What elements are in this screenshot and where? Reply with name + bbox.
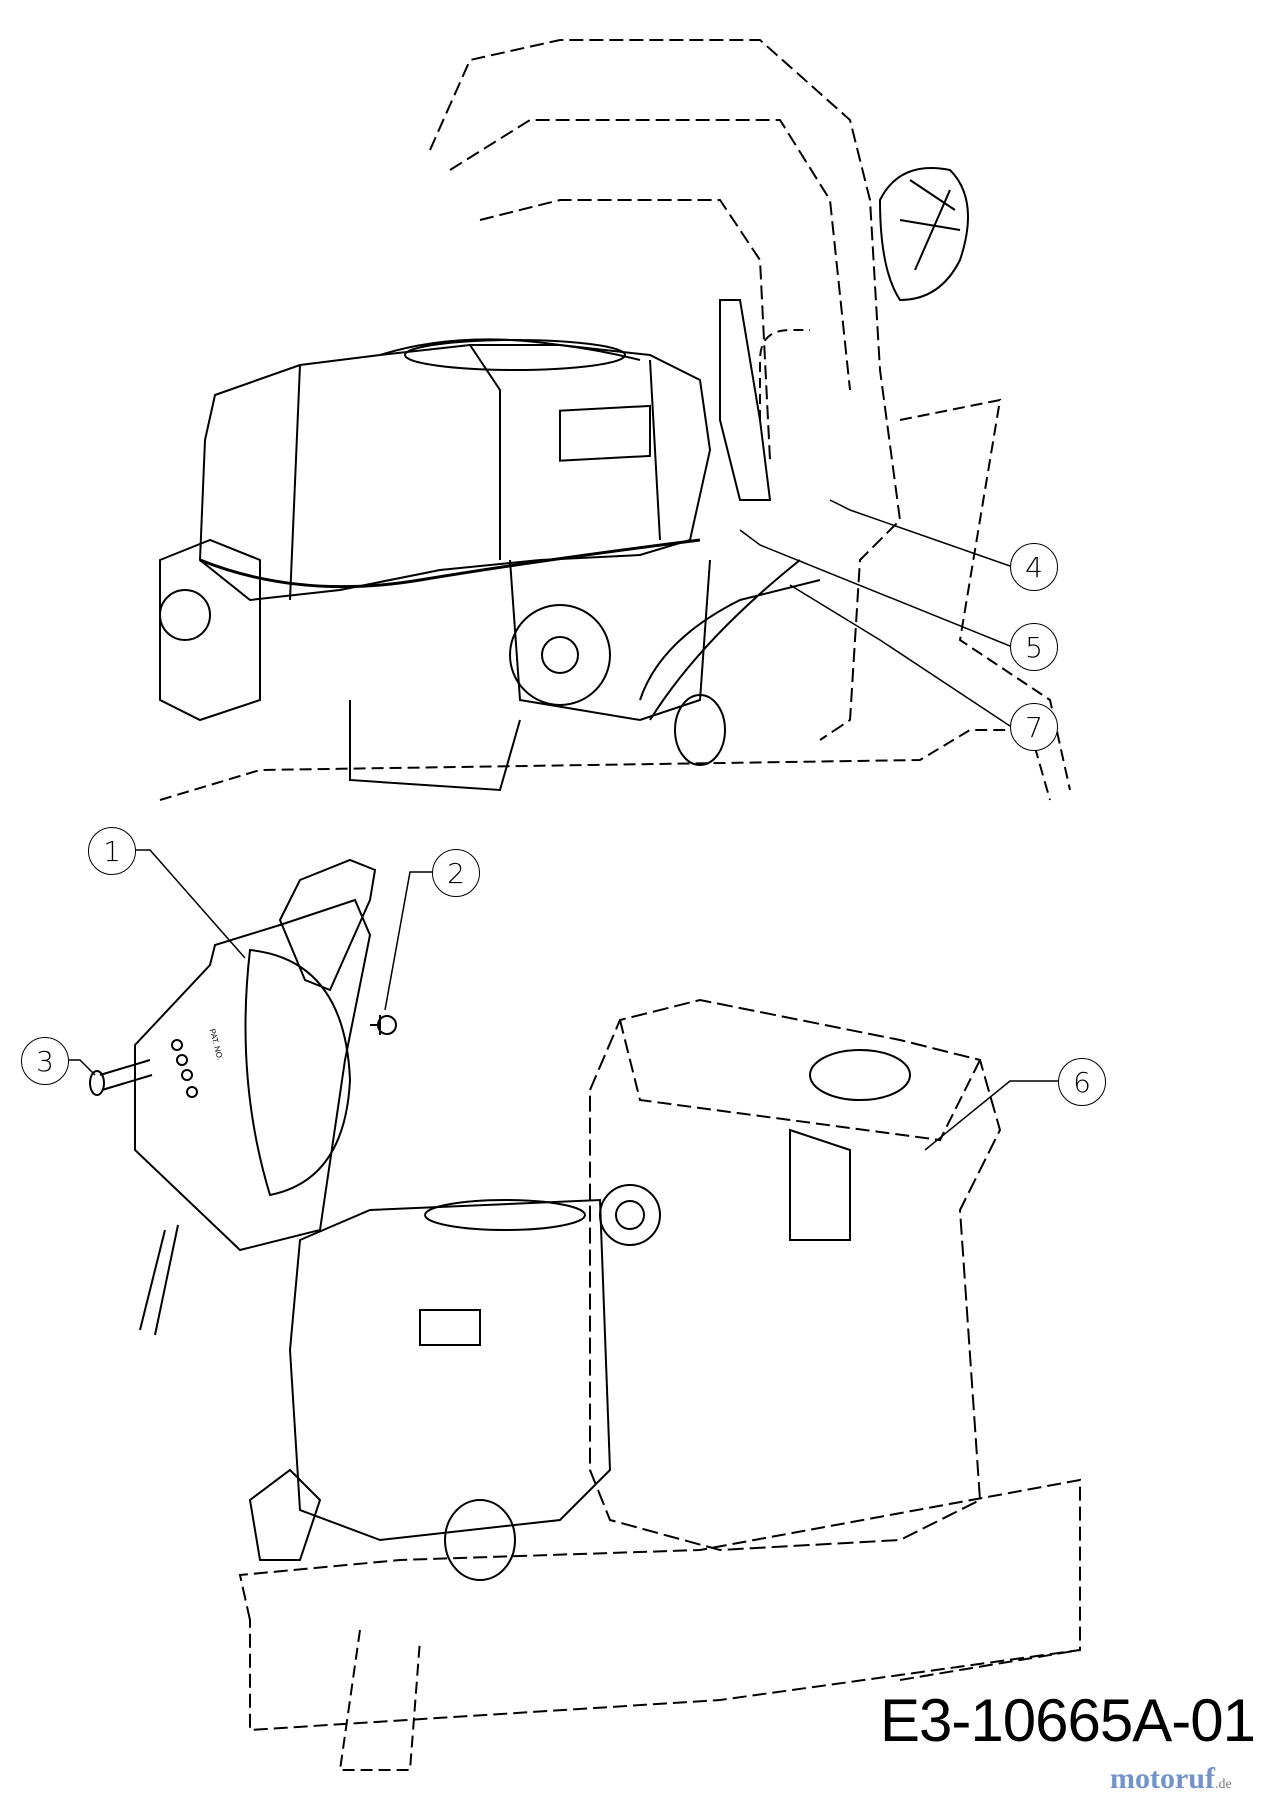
bottom-tractor-assembly xyxy=(238,998,1081,1771)
leader-lines-middle xyxy=(67,849,1058,1151)
top-engine xyxy=(159,338,1051,801)
watermark-logo: motoruf.de xyxy=(1110,1762,1232,1795)
callout-1: 1 xyxy=(88,827,136,875)
leader-lines-top xyxy=(739,499,1011,727)
callout-4: 4 xyxy=(1010,543,1058,591)
callout-7: 7 xyxy=(1010,703,1058,751)
callout-2: 2 xyxy=(432,849,480,897)
callout-6: 6 xyxy=(1058,1058,1106,1106)
callout-5: 5 xyxy=(1010,623,1058,671)
callout-3: 3 xyxy=(21,1037,69,1085)
top-tank-frame xyxy=(429,39,1071,791)
throttle-control-assembly xyxy=(89,858,397,1336)
drawing-number: E3-10665A-01 xyxy=(880,1687,1256,1754)
